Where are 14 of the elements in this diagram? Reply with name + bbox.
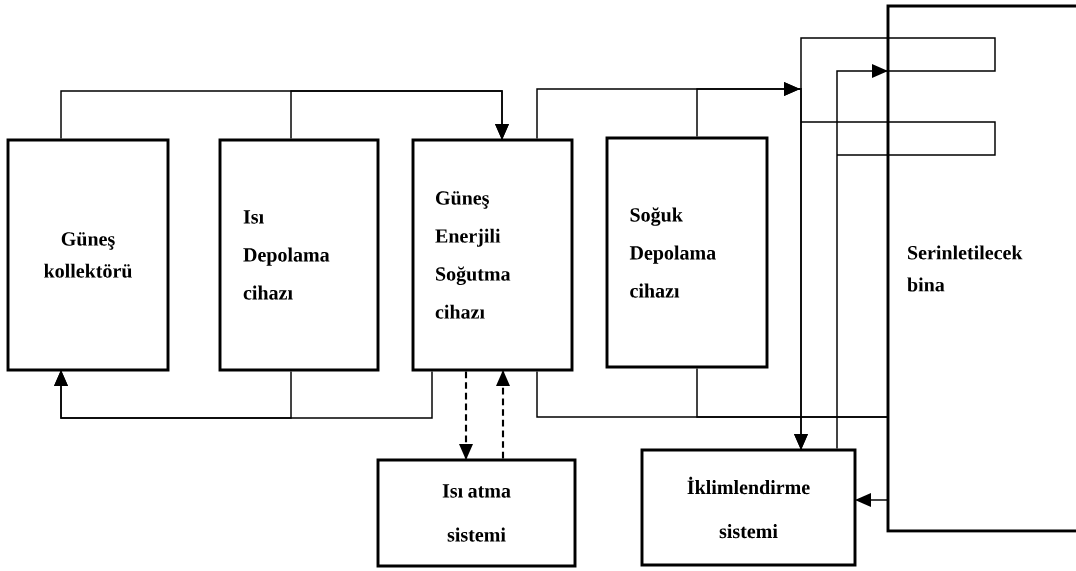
system-box: Isı atma sistemi bbox=[376, 458, 577, 568]
storage-box: Isı Depolama cihazı bbox=[218, 138, 380, 372]
chiller-box: Güneş Enerjili Soğutma cihazı bbox=[411, 138, 574, 372]
arrow bbox=[290, 90, 509, 140]
system-box: İklimlendirme sistemi bbox=[640, 448, 857, 567]
building-box: Serinletilecek bina bbox=[886, 4, 1076, 533]
arrow bbox=[459, 371, 473, 460]
arrow bbox=[54, 370, 292, 419]
arrow bbox=[855, 493, 889, 507]
arrow bbox=[836, 64, 889, 450]
arrow bbox=[496, 370, 510, 459]
collector-box: Güneş kollektörü bbox=[6, 138, 170, 372]
arrow bbox=[696, 82, 808, 450]
storage-box: Soğuk Depolama cihazı bbox=[605, 136, 769, 369]
